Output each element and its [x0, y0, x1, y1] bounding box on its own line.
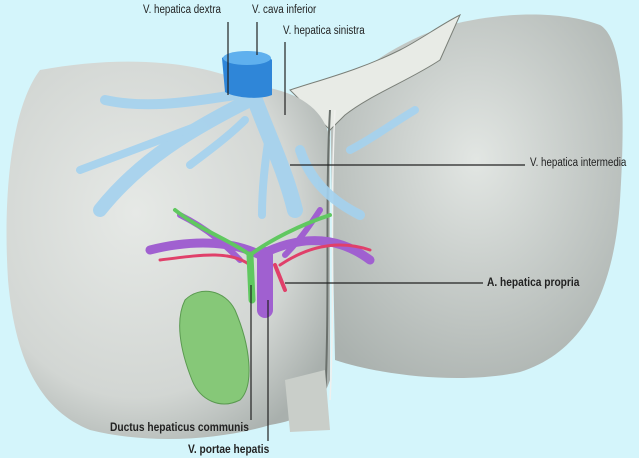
label-a-hepatica-propria: A. hepatica propria — [487, 275, 580, 289]
left-lobe — [330, 14, 623, 379]
label-v-hepatica-dextra: V. hepatica dextra — [143, 4, 221, 16]
label-v-hepatica-intermedia: V. hepatica intermedia — [530, 157, 627, 169]
portal-triad — [145, 207, 375, 318]
label-v-hepatica-sinistra: V. hepatica sinistra — [283, 25, 365, 37]
gallbladder — [179, 290, 250, 405]
falciform-ligament — [289, 13, 462, 131]
label-ductus-hepaticus-communis: Ductus hepaticus communis — [110, 420, 249, 434]
label-v-portae-hepatis: V. portae hepatis — [188, 442, 270, 456]
leader-lines — [227, 22, 525, 441]
hepatic-veins — [76, 90, 419, 220]
label-v-cava-inferior: V. cava inferior — [252, 4, 317, 16]
